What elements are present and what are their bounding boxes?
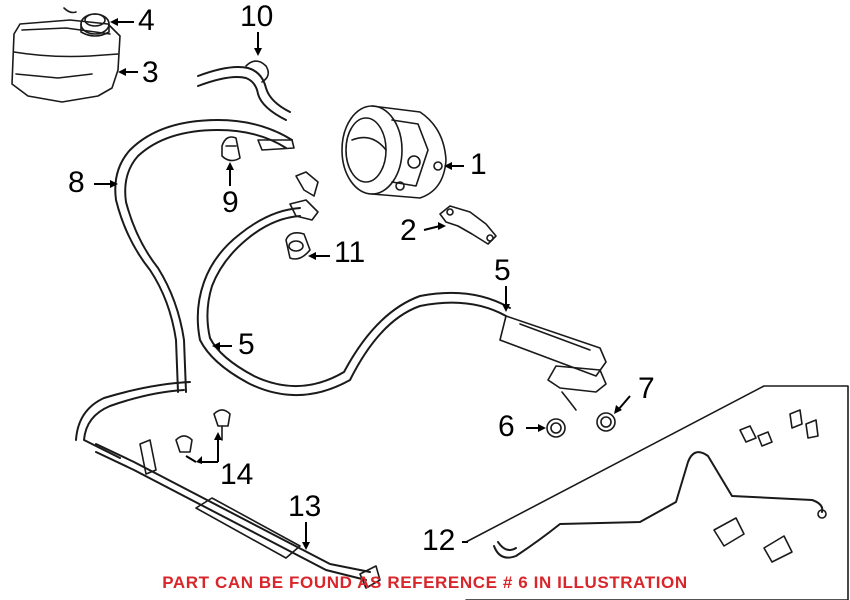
callout-10: 10 xyxy=(240,0,274,33)
part-reference-notice: PART CAN BE FOUND AS REFERENCE # 6 IN IL… xyxy=(162,573,688,592)
clip-14 xyxy=(175,409,231,453)
callout-5-upper: 5 xyxy=(494,254,511,287)
pressure-hose xyxy=(75,207,511,459)
reservoir xyxy=(11,7,121,103)
pressure-line-fitting xyxy=(289,171,319,221)
callout-1: 1 xyxy=(470,148,487,181)
o-ring-7 xyxy=(596,412,616,432)
callout-2: 2 xyxy=(400,214,417,247)
suction-hose xyxy=(114,119,295,393)
pump-bracket xyxy=(439,205,497,245)
callout-12: 12 xyxy=(422,524,456,557)
callout-14: 14 xyxy=(220,458,254,491)
callout-8: 8 xyxy=(68,166,85,199)
callout-11: 11 xyxy=(334,236,366,269)
callout-5-lower: 5 xyxy=(238,328,255,361)
callout-4: 4 xyxy=(138,4,155,37)
callout-9: 9 xyxy=(222,186,239,219)
callout-3: 3 xyxy=(142,56,159,89)
callout-13: 13 xyxy=(288,490,322,523)
power-steering-pump xyxy=(341,105,447,199)
return-hose xyxy=(197,60,291,121)
o-ring-6 xyxy=(546,418,566,438)
hose-fitting-11 xyxy=(285,232,311,260)
reservoir-cap xyxy=(80,13,110,37)
hose-clamp-9 xyxy=(221,136,241,162)
callout-6: 6 xyxy=(498,410,515,443)
callout-7: 7 xyxy=(638,372,655,405)
callout-arrows xyxy=(94,18,631,550)
inset-box-12 xyxy=(465,385,849,600)
cooler-tube xyxy=(95,439,381,589)
steering-gear xyxy=(499,315,607,411)
